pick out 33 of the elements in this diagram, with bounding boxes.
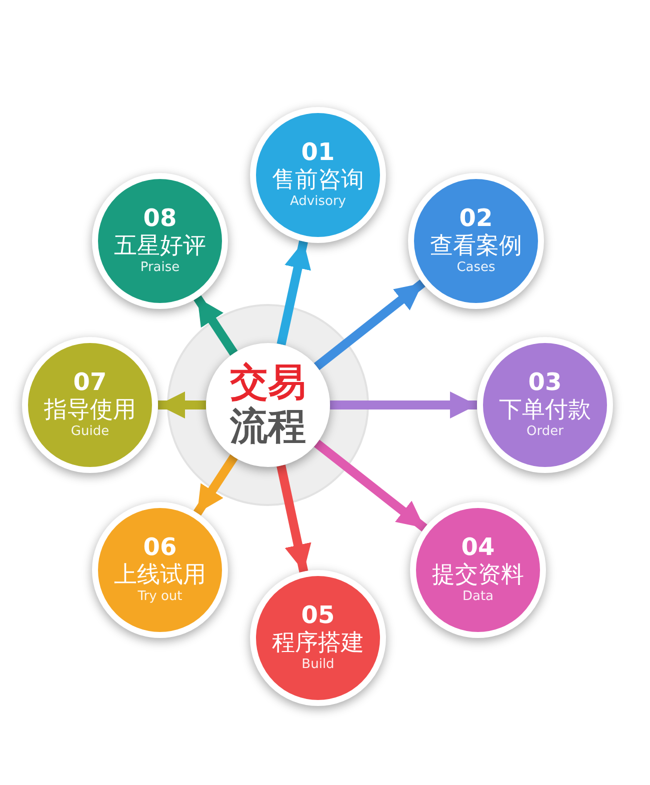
step-title: 售前咨询 (272, 166, 364, 194)
step-number: 01 (301, 138, 335, 167)
step-number: 02 (459, 204, 493, 233)
arrow (276, 240, 311, 346)
arrow (314, 280, 426, 370)
step-subtitle: Advisory (290, 194, 346, 212)
arrow (194, 295, 238, 356)
step-title: 上线试用 (114, 562, 206, 590)
step-number: 03 (528, 368, 562, 397)
step-title: 指导使用 (44, 396, 136, 424)
arrow (314, 440, 428, 532)
step-number: 05 (301, 602, 335, 630)
step-subtitle: Order (526, 424, 564, 442)
step-subtitle: Praise (140, 260, 180, 278)
step-title: 程序搭建 (272, 630, 364, 658)
arrow (158, 392, 206, 418)
step-title: 五星好评 (114, 232, 206, 260)
step-subtitle: Guide (70, 424, 110, 442)
step-title: 下单付款 (499, 396, 591, 424)
step-number: 06 (143, 534, 177, 562)
step-subtitle: Build (302, 657, 334, 674)
arrow (193, 454, 238, 516)
arrow (276, 464, 312, 572)
step-number: 07 (73, 368, 107, 397)
center-title: 交易流程 (228, 361, 307, 449)
step-subtitle: Cases (456, 260, 496, 278)
step-number: 04 (461, 534, 495, 562)
step-title: 提交资料 (432, 562, 524, 590)
step-subtitle: Data (462, 589, 494, 606)
step-subtitle: Try out (138, 589, 182, 606)
arrow (330, 392, 477, 418)
step-title: 查看案例 (430, 232, 522, 260)
step-number: 08 (143, 204, 177, 233)
